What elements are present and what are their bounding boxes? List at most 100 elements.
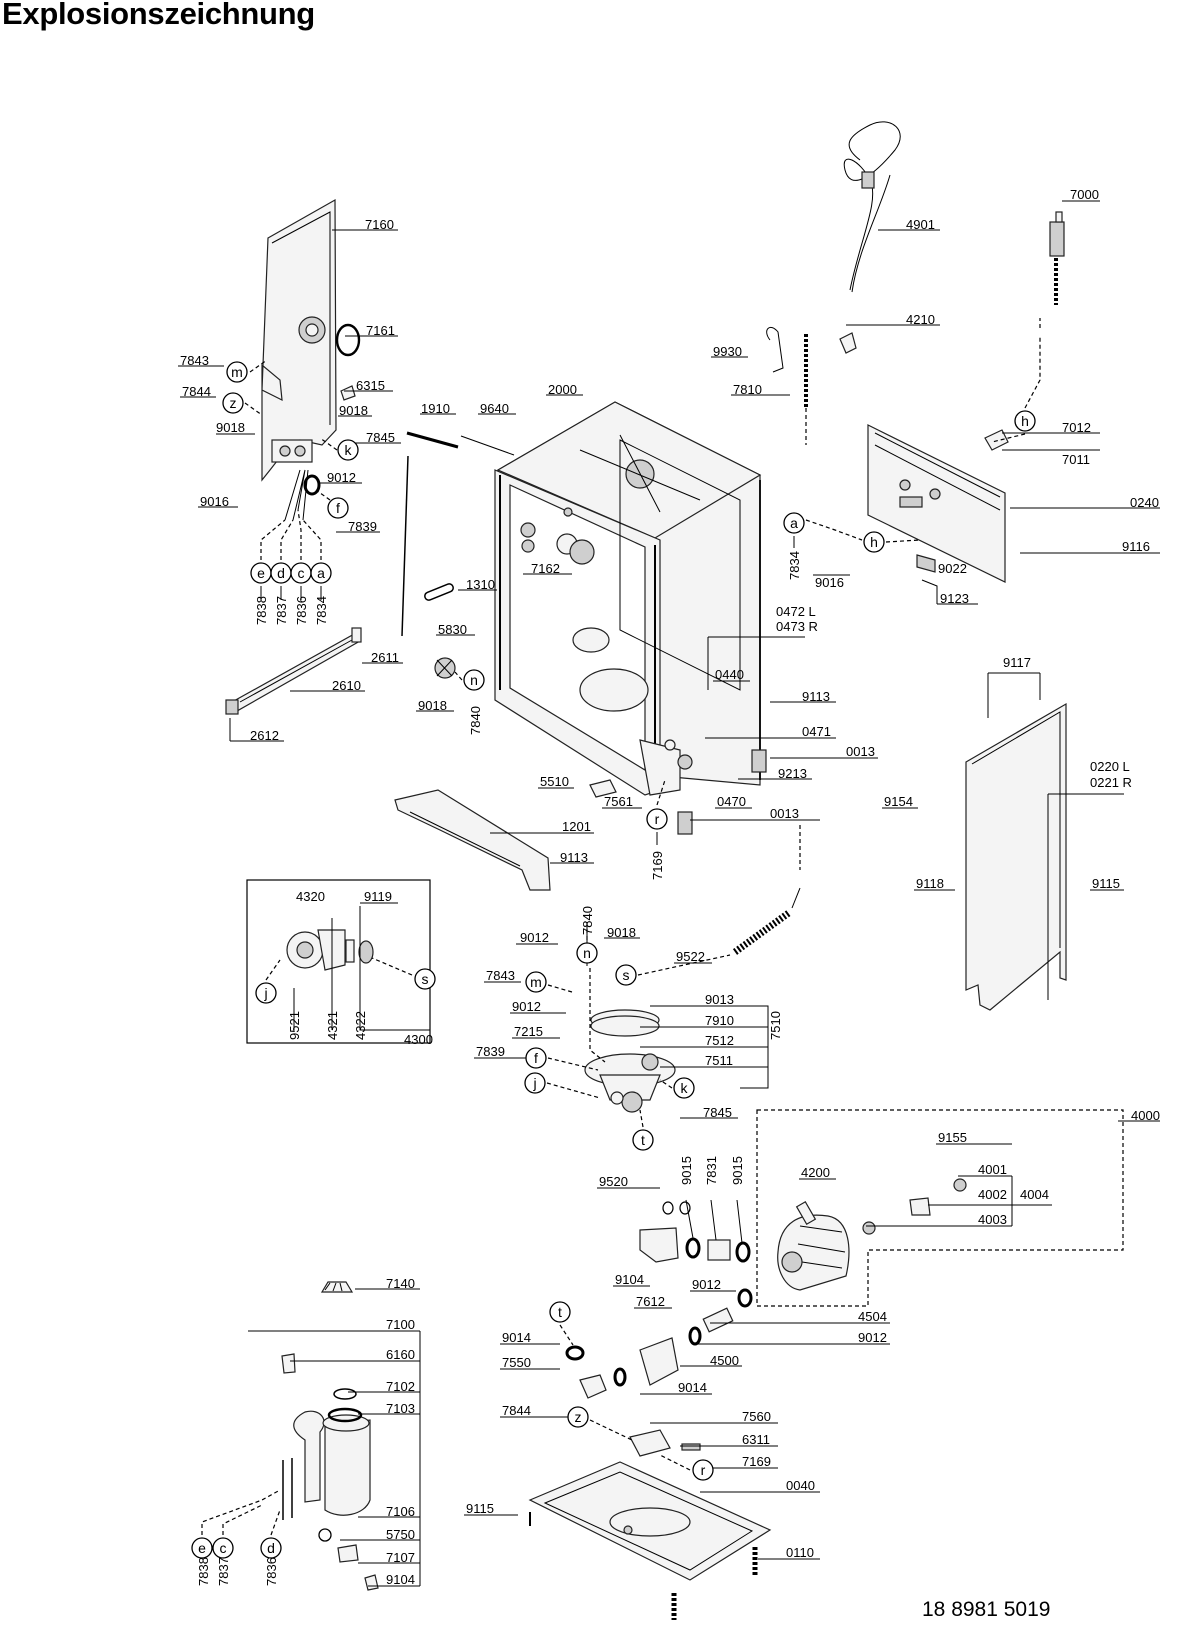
part-label-9012: 9012 bbox=[327, 470, 356, 485]
part-label-9018: 9018 bbox=[607, 925, 636, 940]
part-label-vertical-7834: 7834 bbox=[787, 551, 802, 580]
part-label-9116: 9116 bbox=[1122, 539, 1150, 554]
part-4200 bbox=[795, 1201, 817, 1225]
part-label-4001: 4001 bbox=[978, 1162, 1007, 1177]
callout-circle bbox=[463, 669, 485, 691]
hose-4504 bbox=[702, 1307, 734, 1333]
part-label-9012: 9012 bbox=[858, 1330, 887, 1345]
part-illustrations bbox=[225, 121, 1124, 1620]
part-label-9022: 9022 bbox=[938, 561, 967, 576]
part-label-0470: 0470 bbox=[717, 794, 746, 809]
callout-circle bbox=[524, 1072, 546, 1094]
part-label-7910: 7910 bbox=[705, 1013, 734, 1028]
callout-circle bbox=[1014, 410, 1036, 432]
callout-k: k bbox=[673, 1077, 695, 1099]
part-label-4200: 4200 bbox=[801, 1165, 830, 1180]
part-label-4500: 4500 bbox=[710, 1353, 739, 1368]
part-label-1910: 1910 bbox=[421, 401, 450, 416]
callout-h: h bbox=[1014, 410, 1036, 432]
part-label-vertical-7837: 7837 bbox=[216, 1557, 231, 1586]
part-label-7215: 7215 bbox=[514, 1024, 543, 1039]
callout-m: m bbox=[525, 971, 547, 993]
part-label-7843: 7843 bbox=[180, 353, 209, 368]
callout-r: r bbox=[646, 808, 668, 830]
side-panel-7160 bbox=[261, 198, 337, 482]
callout-circle bbox=[646, 808, 668, 830]
part-label-vertical-7838: 7838 bbox=[196, 1557, 211, 1586]
callout-circle bbox=[615, 964, 637, 986]
callout-s: s bbox=[414, 968, 436, 990]
clip-1310 bbox=[424, 583, 454, 601]
callout-circle bbox=[191, 1537, 213, 1559]
part-label-9117: 9117 bbox=[1003, 655, 1031, 670]
callout-circle bbox=[260, 1537, 282, 1559]
part-label-7612: 7612 bbox=[636, 1294, 665, 1309]
part-label-9014: 9014 bbox=[502, 1330, 531, 1345]
seal-7102 bbox=[333, 1388, 357, 1400]
callout-m: m bbox=[226, 361, 248, 383]
part-label-5830: 5830 bbox=[438, 622, 467, 637]
part-label-9016: 9016 bbox=[815, 575, 844, 590]
seal-7103 bbox=[327, 1407, 363, 1423]
callout-letter: d bbox=[277, 565, 285, 581]
part-label-9213: 9213 bbox=[778, 766, 807, 781]
part-label-2611: 2611 bbox=[371, 650, 399, 665]
part-label-7102: 7102 bbox=[386, 1379, 415, 1394]
part-label-7162: 7162 bbox=[531, 561, 560, 576]
part-label-vertical-7836: 7836 bbox=[294, 596, 309, 625]
part-label-2612: 2612 bbox=[250, 728, 279, 743]
group-box-4300 bbox=[246, 879, 431, 1044]
callout-d: d bbox=[270, 562, 292, 584]
callout-letter: t bbox=[641, 1132, 645, 1148]
gasket-7161 bbox=[335, 323, 361, 357]
part-label-9113: 9113 bbox=[802, 689, 830, 704]
callout-n: n bbox=[576, 942, 598, 964]
part-label-4000: 4000 bbox=[1131, 1108, 1160, 1123]
part-label-vertical-7840: 7840 bbox=[580, 906, 595, 935]
part-label-9104: 9104 bbox=[615, 1272, 644, 1287]
part-label-7843: 7843 bbox=[486, 968, 515, 983]
part-label-0221-R: 0221 R bbox=[1090, 775, 1132, 790]
part-label-2000: 2000 bbox=[548, 382, 577, 397]
callout-letter: f bbox=[336, 500, 340, 516]
softener-7100 bbox=[293, 1410, 325, 1503]
part-label-vertical-9015: 9015 bbox=[730, 1156, 745, 1185]
callout-letter: k bbox=[345, 442, 353, 458]
part-4210 bbox=[839, 332, 857, 354]
callout-circle bbox=[212, 1537, 234, 1559]
part-7550 bbox=[579, 1374, 607, 1399]
part-7107 bbox=[337, 1544, 359, 1563]
callout-letter: f bbox=[534, 1050, 538, 1066]
part-label-vertical-7831: 7831 bbox=[704, 1156, 719, 1185]
part-label-vertical-7838: 7838 bbox=[254, 596, 269, 625]
callout-e: e bbox=[250, 562, 272, 584]
callout-circle bbox=[549, 1301, 571, 1323]
part-label-6315: 6315 bbox=[356, 378, 385, 393]
callout-letter: n bbox=[583, 945, 591, 961]
part-label-6160: 6160 bbox=[386, 1347, 415, 1362]
part-label-9104: 9104 bbox=[386, 1572, 415, 1587]
callout-letter: e bbox=[257, 565, 265, 581]
callout-t: t bbox=[632, 1129, 654, 1151]
part-label-5510: 5510 bbox=[540, 774, 569, 789]
callout-circle bbox=[576, 942, 598, 964]
callout-f: f bbox=[525, 1047, 547, 1069]
part-label-0110: 0110 bbox=[786, 1545, 814, 1560]
part-label-9119: 9119 bbox=[364, 889, 392, 904]
cap-7140 bbox=[320, 1281, 354, 1293]
group-label-4300: 4300 bbox=[404, 1032, 433, 1047]
part-label-9012: 9012 bbox=[520, 930, 549, 945]
callout-a: a bbox=[783, 512, 805, 534]
part-label-vertical-7837: 7837 bbox=[274, 596, 289, 625]
clamp-9012 bbox=[303, 474, 321, 496]
callout-c: c bbox=[290, 562, 312, 584]
callout-circle bbox=[863, 531, 885, 553]
callout-a: a bbox=[310, 562, 332, 584]
callout-letter: a bbox=[790, 515, 798, 531]
part-label-7106: 7106 bbox=[386, 1504, 415, 1519]
callout-t: t bbox=[549, 1301, 571, 1323]
callout-circle bbox=[337, 439, 359, 461]
callout-letter: c bbox=[298, 565, 305, 581]
callout-j: j bbox=[524, 1072, 546, 1094]
